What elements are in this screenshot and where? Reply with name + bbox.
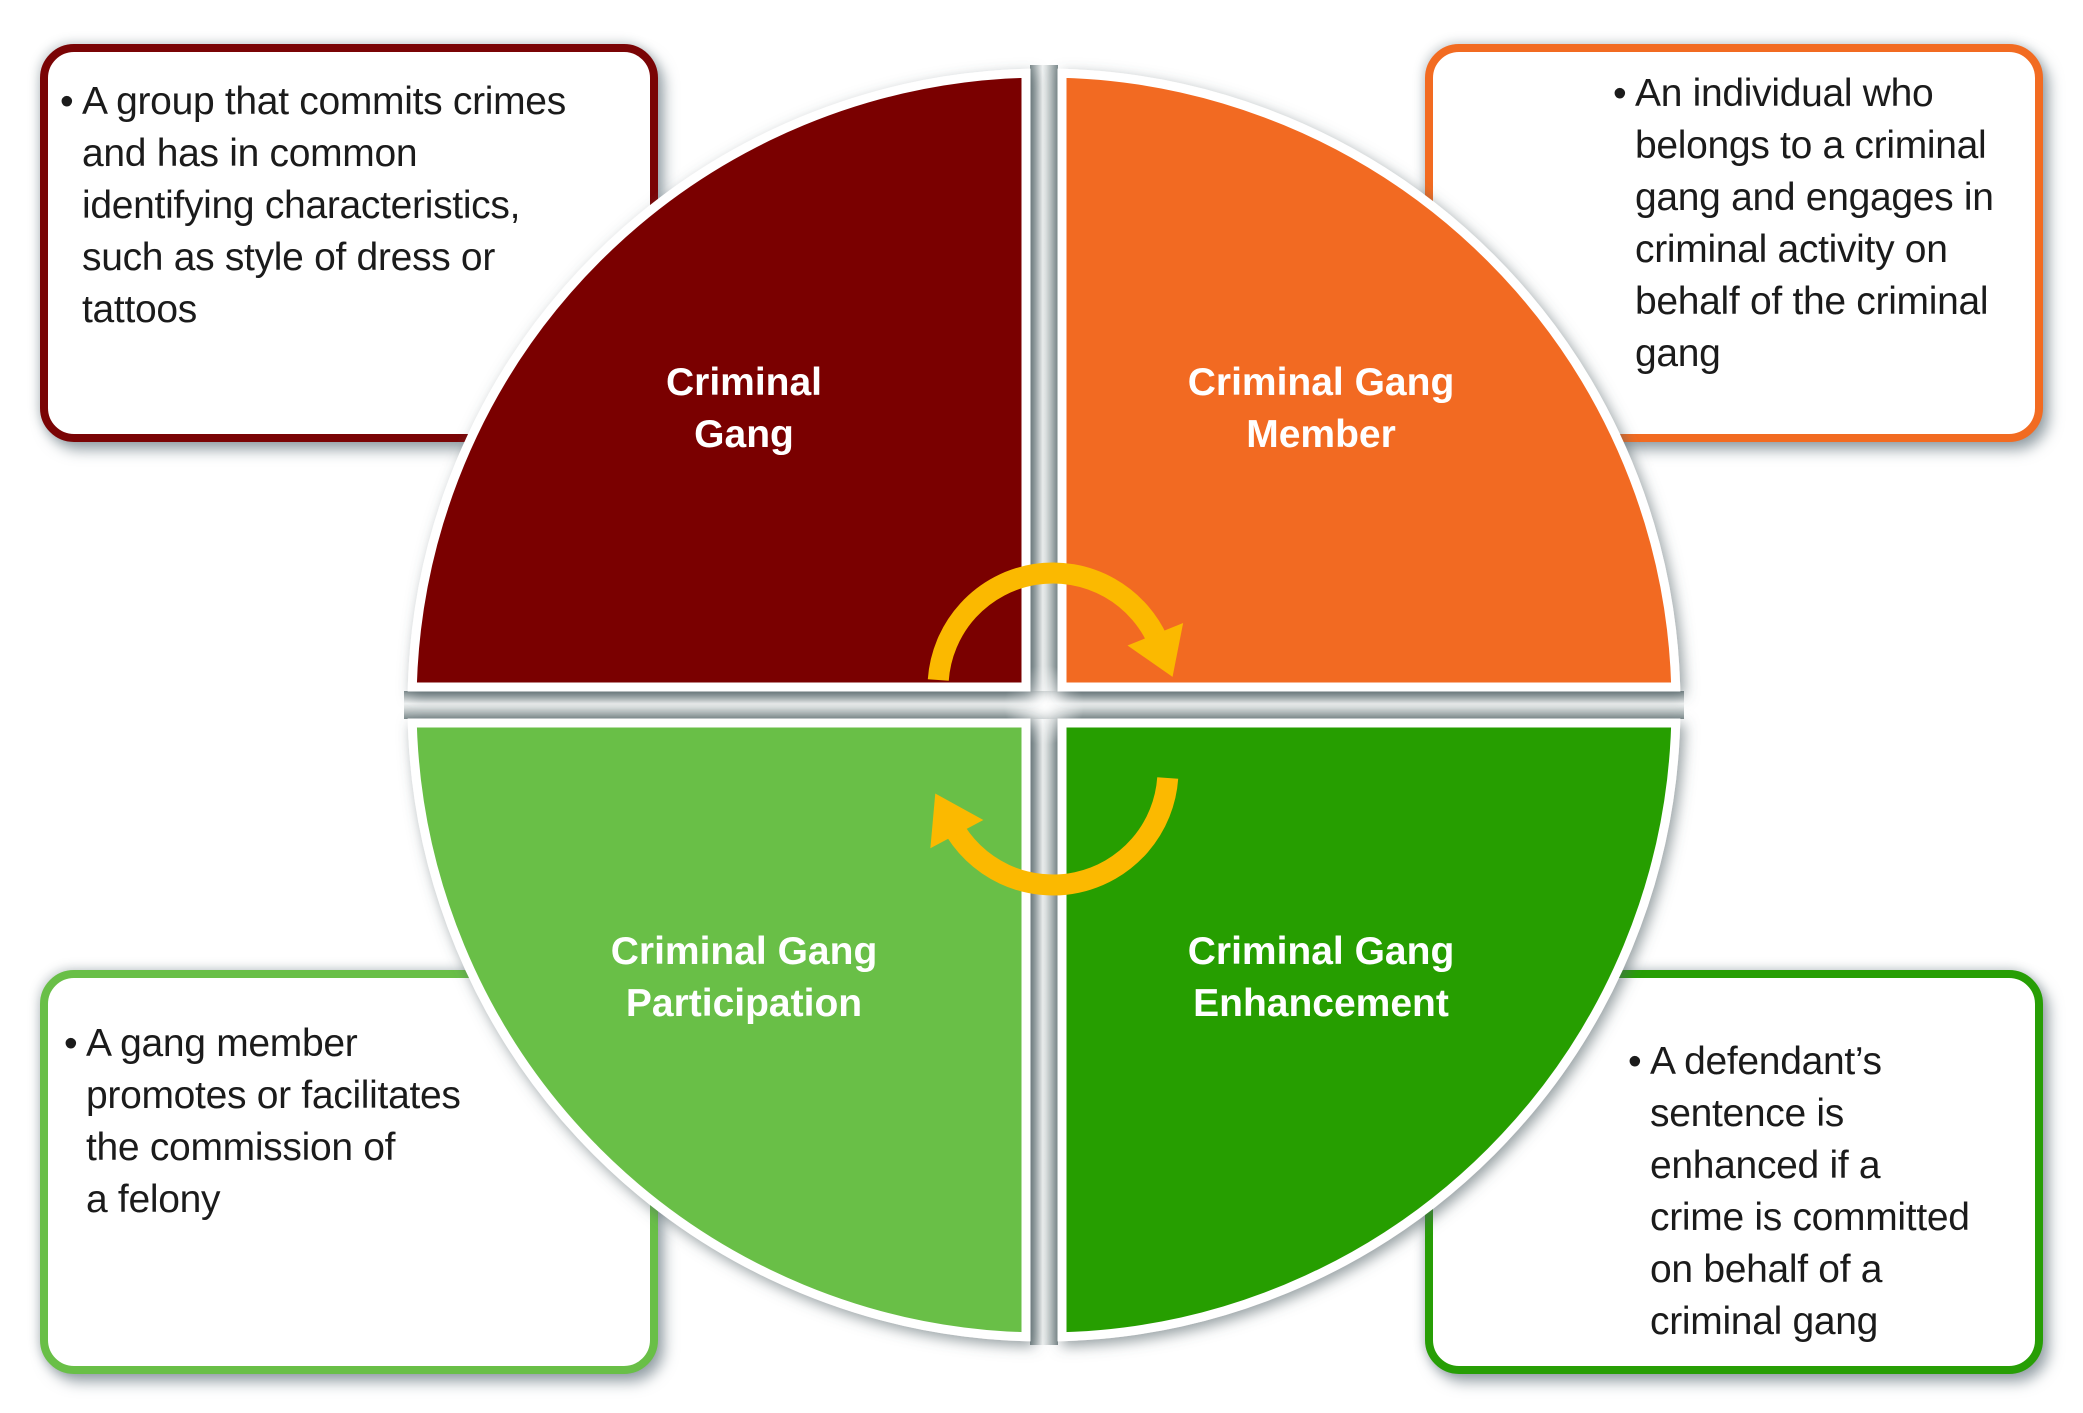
bullet-icon: • — [60, 80, 74, 123]
bullet-icon: • — [64, 1022, 78, 1065]
definition-line: identifying characteristics, — [82, 184, 521, 227]
bullet-icon: • — [1613, 72, 1627, 115]
quadrant-label-criminal-gang: Criminal Gang — [665, 361, 823, 456]
definition-text: •A gang member promotes or facilitates t… — [64, 1018, 461, 1226]
quadrant-top-left — [407, 68, 1031, 692]
quadrant-bottom-right — [1057, 718, 1681, 1342]
definition-line: criminal activity on — [1635, 228, 1948, 271]
definition-line: promotes or facilitates — [86, 1074, 461, 1117]
definition-line: behalf of the criminal — [1635, 280, 1989, 323]
definition-line: belongs to a criminal — [1635, 124, 1987, 167]
top-cycle-arrow-shaft — [927, 562, 1170, 681]
definition-line: on behalf of a — [1650, 1248, 1883, 1291]
quadrant-label-criminal-gang-member: Criminal Gang Member — [1187, 361, 1455, 456]
definition-line: the commission of — [86, 1126, 396, 1169]
definition-box-criminal-gang: •A group that commits crimes and has in … — [40, 44, 658, 442]
definition-line: gang and engages in — [1635, 176, 1994, 219]
bottom-cycle-arrow-head — [930, 793, 984, 849]
bullet-icon: • — [1628, 1040, 1642, 1083]
divider-bars — [404, 65, 1684, 1345]
definition-line: criminal gang — [1650, 1300, 1879, 1343]
top-cycle-arrow-icon — [927, 562, 1184, 681]
definition-line: •An individual who — [1613, 68, 1994, 120]
definition-line: sentence is — [1650, 1092, 1844, 1135]
top-cycle-arrow-head — [1127, 623, 1184, 677]
bottom-cycle-arrow-shaft — [942, 777, 1179, 896]
definition-line: a felony — [86, 1178, 221, 1221]
bottom-cycle-arrow-icon — [930, 777, 1179, 896]
quadrant-label-criminal-gang-enhancement: Criminal Gang Enhancement — [1187, 930, 1455, 1025]
definition-line: crime is committed — [1650, 1196, 1970, 1239]
definition-text: •A group that commits crimes and has in … — [60, 76, 566, 336]
definition-line: enhanced if a — [1650, 1144, 1881, 1187]
quadrant-label-criminal-gang-participation: Criminal Gang Participation — [610, 930, 878, 1025]
definition-line: tattoos — [82, 288, 197, 331]
definition-line: gang — [1635, 332, 1721, 375]
definition-line: and has in common — [82, 132, 418, 175]
definition-line: •A defendant’s — [1628, 1036, 1970, 1088]
definition-text: •A defendant’s sentence is enhanced if a… — [1628, 1036, 1970, 1348]
quadrant-bottom-left — [407, 718, 1031, 1342]
definition-text: •An individual who belongs to a criminal… — [1613, 68, 1994, 380]
quadrant-top-right — [1057, 68, 1681, 692]
definition-line: •A gang member — [64, 1018, 461, 1070]
definition-box-criminal-gang-participation: •A gang member promotes or facilitates t… — [40, 970, 658, 1374]
definition-line: such as style of dress or — [82, 236, 496, 279]
definition-line: •A group that commits crimes — [60, 76, 566, 128]
